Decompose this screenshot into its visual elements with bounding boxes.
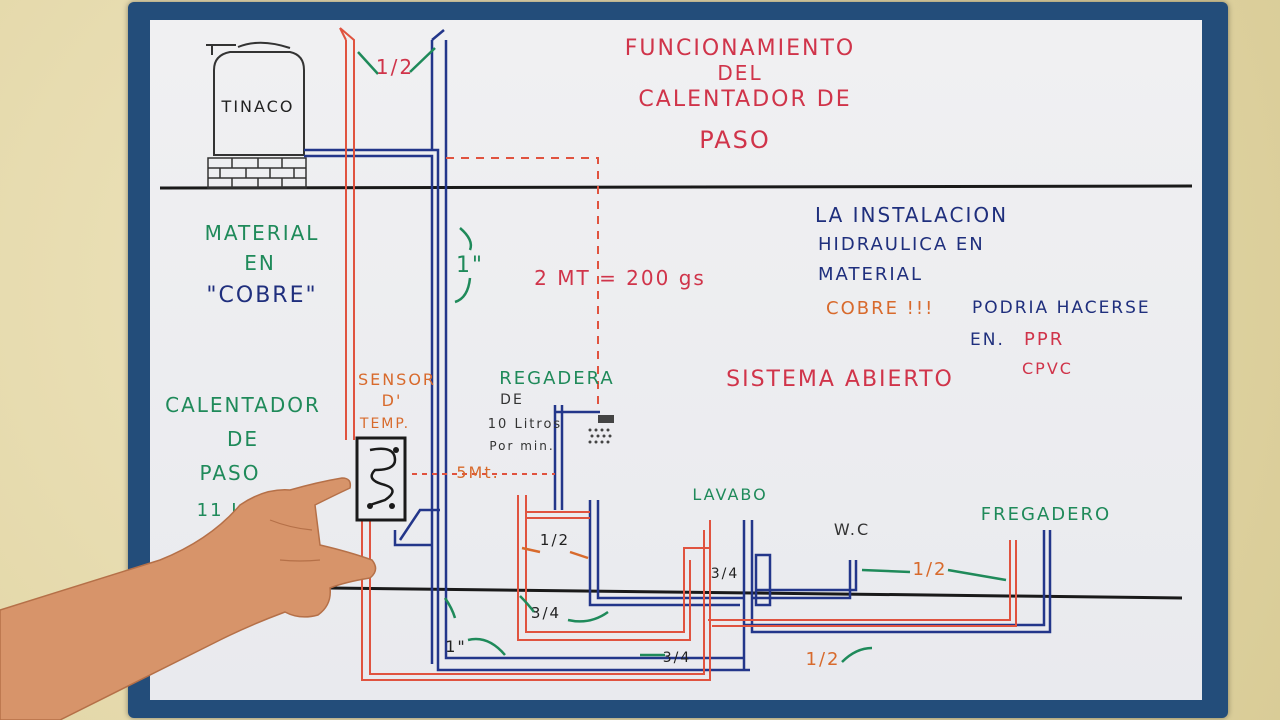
presenter-arm (0, 478, 376, 720)
